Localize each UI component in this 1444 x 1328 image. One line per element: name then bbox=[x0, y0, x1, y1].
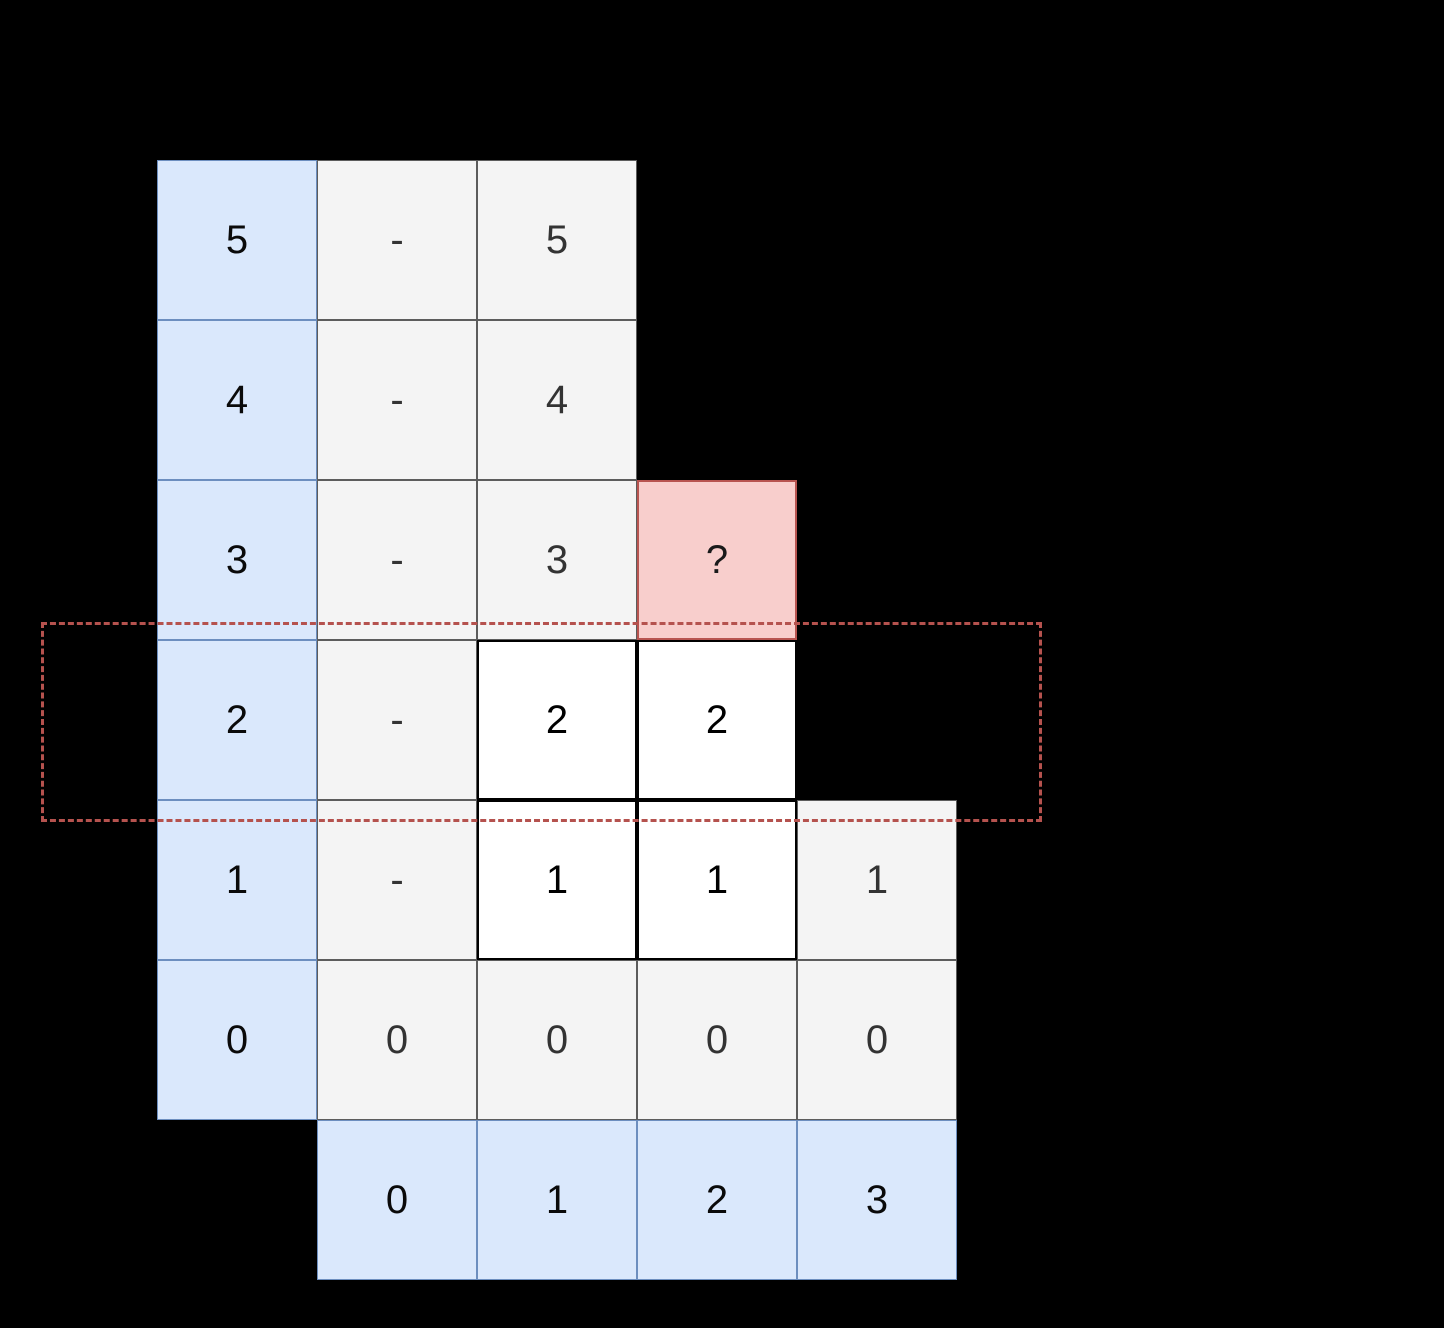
cell-r3-c0: - bbox=[317, 480, 477, 640]
cell-r1-c1: 1 bbox=[477, 800, 637, 960]
row-header-0: 0 bbox=[157, 960, 317, 1120]
cell-r2-c0: - bbox=[317, 640, 477, 800]
cell-r1-c2: 1 bbox=[637, 800, 797, 960]
row-header-5: 5 bbox=[157, 160, 317, 320]
cell-r0-c0: 0 bbox=[317, 960, 477, 1120]
cell-r0-c1: 0 bbox=[477, 960, 637, 1120]
row-header-4: 4 bbox=[157, 320, 317, 480]
row-header-3: 3 bbox=[157, 480, 317, 640]
cell-r4-c0: - bbox=[317, 320, 477, 480]
cell-r4-c1: 4 bbox=[477, 320, 637, 480]
cell-r5-c1: 5 bbox=[477, 160, 637, 320]
cell-r5-c0: - bbox=[317, 160, 477, 320]
cell-r3-c2[interactable]: ? bbox=[637, 480, 797, 640]
col-header-3: 3 bbox=[797, 1120, 957, 1280]
cell-r1-c3: 1 bbox=[797, 800, 957, 960]
cell-r2-c1: 2 bbox=[477, 640, 637, 800]
cell-r1-c0: - bbox=[317, 800, 477, 960]
row-header-1: 1 bbox=[157, 800, 317, 960]
row-header-2: 2 bbox=[157, 640, 317, 800]
cell-r0-c2: 0 bbox=[637, 960, 797, 1120]
col-header-1: 1 bbox=[477, 1120, 637, 1280]
col-header-0: 0 bbox=[317, 1120, 477, 1280]
cell-r3-c1: 3 bbox=[477, 480, 637, 640]
cell-r0-c3: 0 bbox=[797, 960, 957, 1120]
cell-r2-c2: 2 bbox=[637, 640, 797, 800]
col-header-2: 2 bbox=[637, 1120, 797, 1280]
